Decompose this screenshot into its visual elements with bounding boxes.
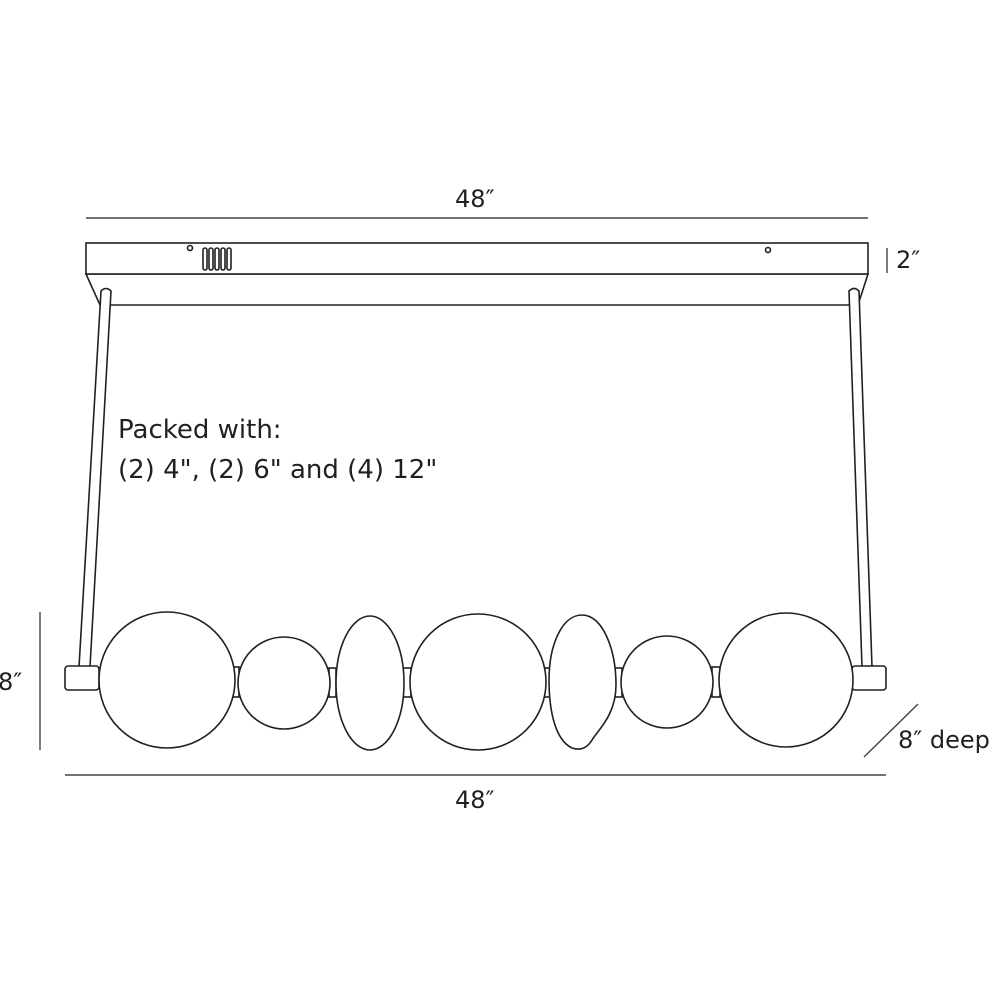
top-width-label: 48″ <box>455 185 495 213</box>
note-line-2: (2) 4", (2) 6" and (4) 12" <box>118 455 438 485</box>
left-end-cap <box>64 665 100 691</box>
left-rod <box>78 287 112 668</box>
right-rod <box>848 287 873 668</box>
height-label: 8″ <box>0 668 23 696</box>
vent-slots <box>202 247 232 271</box>
right-end-cap <box>851 665 887 691</box>
globe-oval-2 <box>548 614 617 750</box>
canopy <box>84 242 870 306</box>
note-line-1: Packed with: <box>118 415 282 445</box>
globe-oval-1 <box>335 615 405 751</box>
globe-small-1 <box>237 636 331 730</box>
globe-large-3 <box>718 612 854 748</box>
depth-dimension-line <box>863 703 919 758</box>
depth-label: 8″ deep <box>898 726 990 754</box>
screw-icon <box>764 246 772 254</box>
globe-large-2 <box>409 613 547 751</box>
canopy-height-label: 2″ <box>896 246 921 274</box>
screw-icon <box>186 244 194 252</box>
packed-with-note: Packed with: (2) 4", (2) 6" and (4) 12" <box>118 410 437 490</box>
globe-small-2 <box>620 635 714 729</box>
globe-large-1 <box>98 611 236 749</box>
bottom-width-label: 48″ <box>455 786 495 814</box>
